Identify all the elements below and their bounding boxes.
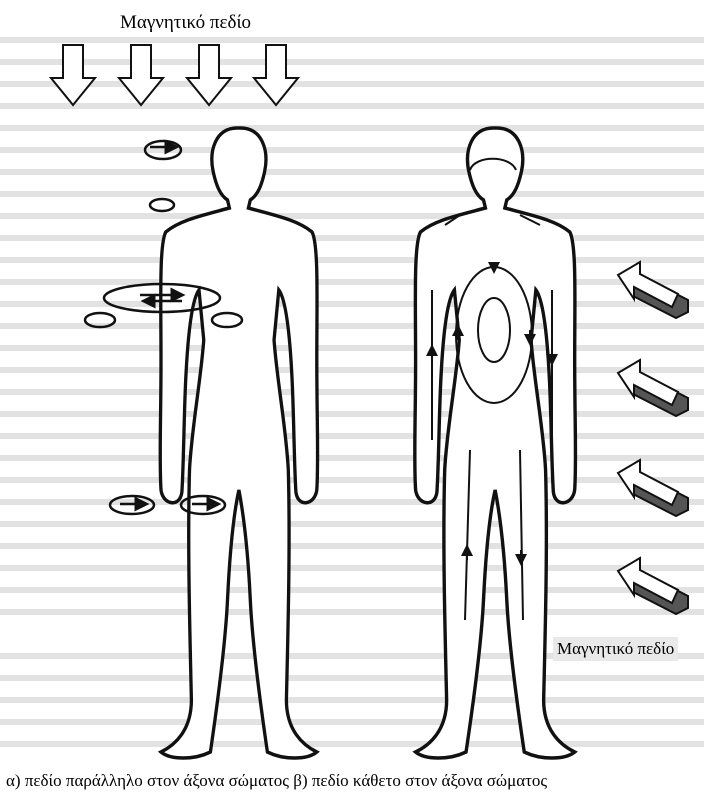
field-arrows-top (51, 45, 298, 105)
figure-caption: α) πεδίο παράλληλο στον άξονα σώματος β)… (6, 771, 547, 791)
field-arrow-down-icon (51, 45, 95, 105)
neck-current-loop (150, 199, 174, 211)
field-arrow-left-icon (618, 460, 688, 516)
field-label-top: Μαγνητικό πεδίο (120, 12, 251, 34)
field-arrow-down-icon (119, 45, 163, 105)
field-arrow-down-icon (254, 45, 298, 105)
field-arrow-left-icon (618, 262, 688, 318)
field-arrow-down-icon (187, 45, 231, 105)
human-figure-icon (160, 128, 317, 758)
figure-b (415, 128, 688, 758)
human-figure-icon (415, 128, 576, 758)
field-label-right: Μαγνητικό πεδίο (553, 637, 678, 661)
